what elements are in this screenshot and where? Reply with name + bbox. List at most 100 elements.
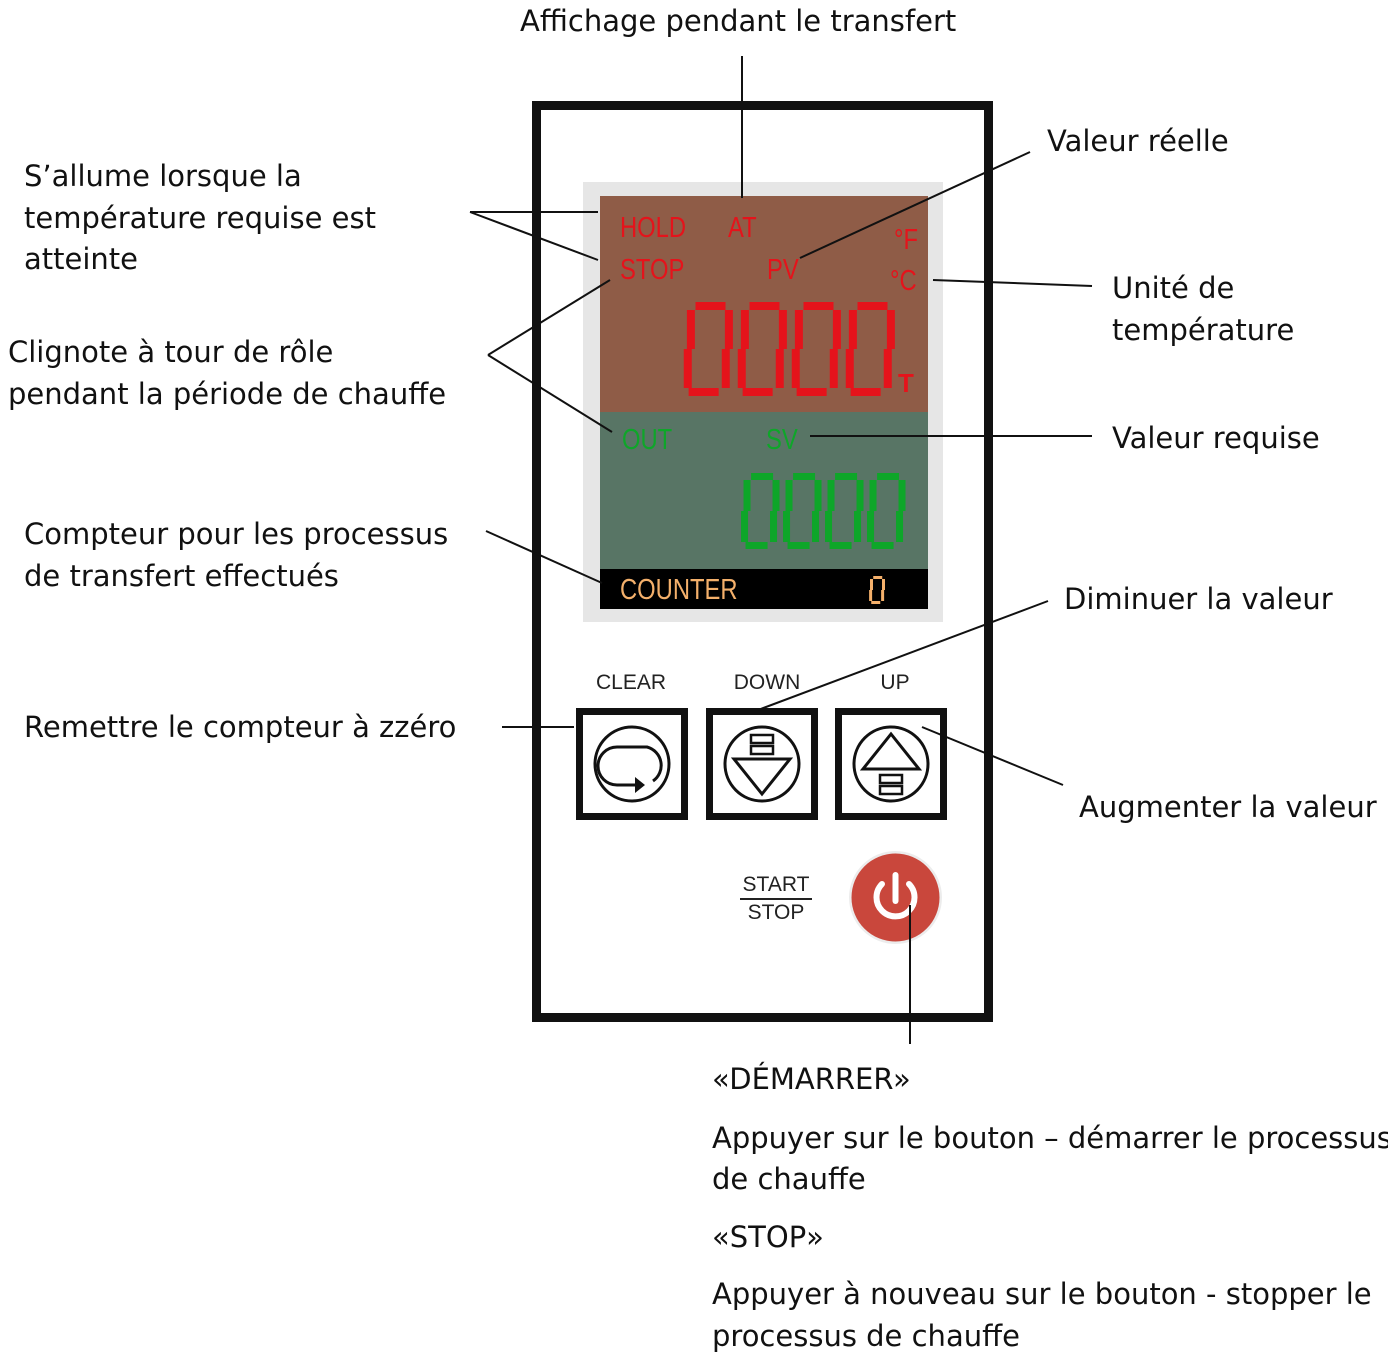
- digit-segment: [827, 480, 835, 511]
- start-desc-line1: Appuyer sur le bouton – démarrer le proc…: [712, 1121, 1388, 1155]
- digit-segment: [854, 511, 862, 542]
- digit-segment: [869, 590, 873, 601]
- digit-segment: [751, 473, 774, 480]
- digit-segment: [896, 511, 904, 542]
- digit-segment: [850, 388, 881, 396]
- digit-segment: [829, 542, 852, 549]
- digit-segment: [856, 480, 864, 511]
- up-button[interactable]: [835, 708, 947, 820]
- lights-up-note-line2: température requise est: [24, 201, 376, 235]
- power-button[interactable]: [849, 851, 942, 944]
- digit-segment: [877, 473, 900, 480]
- reset-icon: [593, 725, 671, 803]
- counter-note-line2: de transfert effectués: [24, 559, 339, 593]
- decrease-note: Diminuer la valeur: [1064, 582, 1333, 616]
- digit-segment: [749, 302, 780, 310]
- digit-segment: [683, 349, 692, 388]
- digit-segment: [695, 302, 726, 310]
- digit-segment: [871, 601, 881, 604]
- digit-segment: [867, 511, 875, 542]
- digit-segment: [778, 310, 787, 349]
- hold-indicator: HOLD: [620, 212, 687, 244]
- temp-unit-note-line1: Unité de: [1112, 271, 1235, 305]
- counter-note-line1: Compteur pour les processus: [24, 517, 449, 551]
- up-label: UP: [880, 671, 910, 694]
- digit-segment: [869, 480, 877, 511]
- required-value-note: Valeur requise: [1112, 421, 1320, 455]
- digit-segment: [835, 473, 858, 480]
- digit-segment: [772, 480, 780, 511]
- digit-segment: [688, 388, 719, 396]
- start-desc-line2: de chauffe: [712, 1162, 866, 1196]
- digit-segment: [793, 473, 816, 480]
- digit-segment: [791, 349, 800, 388]
- digit-segment: [873, 576, 883, 579]
- increase-note: Augmenter la valeur: [1079, 790, 1377, 824]
- stop-heading: «STOP»: [712, 1220, 824, 1254]
- digit-segment: [845, 349, 854, 388]
- digit-segment: [870, 579, 873, 590]
- sv-label: SV: [766, 424, 798, 456]
- t-indicator: T: [898, 368, 914, 398]
- digit-segment: [871, 542, 894, 549]
- out-indicator: OUT: [622, 424, 673, 456]
- down-label: DOWN: [733, 671, 801, 694]
- clear-button[interactable]: [576, 708, 688, 820]
- digit-segment: [737, 349, 746, 388]
- power-icon: [851, 853, 940, 942]
- digit-segment: [886, 310, 895, 349]
- digit-segment: [742, 388, 773, 396]
- pv-value-digits: [683, 302, 895, 396]
- lights-up-note-line3: atteinte: [24, 242, 139, 276]
- blinks-note-line2: pendant la période de chauffe: [8, 377, 447, 411]
- celsius-indicator: °C: [890, 265, 917, 297]
- digit-segment: [724, 310, 733, 349]
- stop-indicator: STOP: [620, 254, 685, 286]
- temp-unit-note-line2: température: [1112, 313, 1295, 347]
- digit-segment: [832, 310, 841, 349]
- sv-value-digits: [741, 473, 906, 549]
- digit-segment: [775, 349, 784, 388]
- digit-segment: [783, 511, 791, 542]
- digit-segment: [796, 388, 827, 396]
- digit-segment: [787, 542, 810, 549]
- lights-up-note-line1: S’allume lorsque la: [24, 159, 302, 193]
- transfer-display-note: Affichage pendant le transfert: [520, 4, 957, 38]
- reset-counter-note: Remettre le compteur à zzéro: [24, 710, 457, 744]
- stop-label: STOP: [747, 901, 805, 924]
- digit-segment: [898, 480, 906, 511]
- arrow-down-icon: [723, 725, 801, 803]
- blinks-note-line1: Clignote à tour de rôle: [8, 335, 334, 369]
- clear-label: CLEAR: [595, 671, 667, 694]
- digit-segment: [686, 310, 695, 349]
- digit-segment: [803, 302, 834, 310]
- down-button[interactable]: [706, 708, 818, 820]
- arrow-up-icon: [852, 725, 930, 803]
- digit-segment: [794, 310, 803, 349]
- at-indicator: AT: [728, 212, 757, 244]
- counter-label: COUNTER: [620, 574, 738, 606]
- start-heading: «DÉMARRER»: [712, 1062, 911, 1096]
- digit-segment: [785, 480, 793, 511]
- pv-label: PV: [767, 254, 799, 286]
- digit-segment: [743, 480, 751, 511]
- digit-segment: [825, 511, 833, 542]
- digit-segment: [848, 310, 857, 349]
- counter-value-digit: [869, 576, 885, 604]
- stop-desc-line2: processus de chauffe: [712, 1319, 1020, 1353]
- digit-segment: [829, 349, 838, 388]
- digit-segment: [741, 511, 749, 542]
- digit-segment: [740, 310, 749, 349]
- digit-segment: [882, 579, 885, 590]
- digit-segment: [770, 511, 778, 542]
- digit-segment: [721, 349, 730, 388]
- fahrenheit-indicator: °F: [894, 224, 919, 256]
- digit-segment: [814, 480, 822, 511]
- digit-segment: [881, 590, 885, 601]
- digit-segment: [857, 302, 888, 310]
- real-value-note: Valeur réelle: [1047, 124, 1229, 158]
- digit-segment: [812, 511, 820, 542]
- start-label: START: [740, 872, 812, 900]
- stop-desc-line1: Appuyer à nouveau sur le bouton - stoppe…: [712, 1277, 1372, 1311]
